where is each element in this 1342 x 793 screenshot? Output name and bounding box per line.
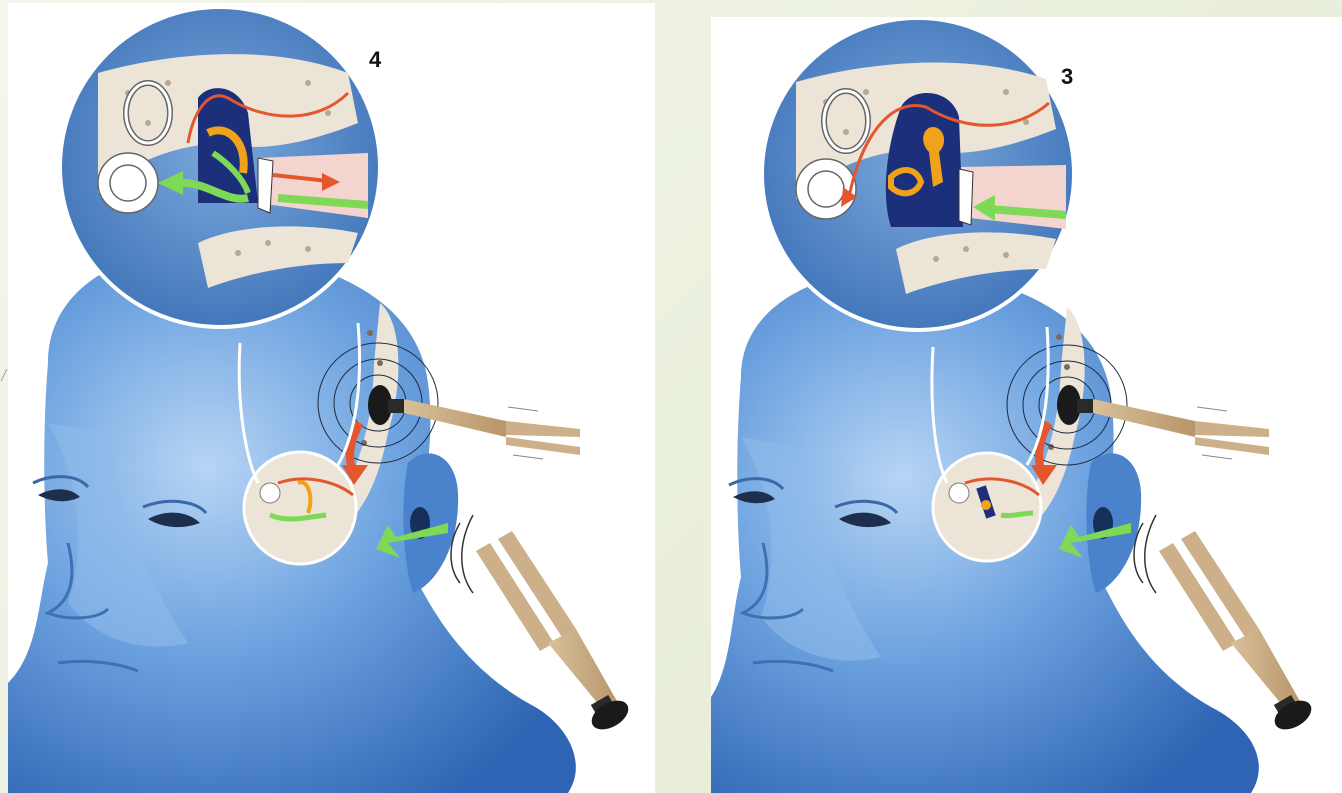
illustration-panel-right: 3 [711, 17, 1342, 793]
panel-number-label: 3 [1061, 64, 1073, 90]
head-illustration-left [8, 3, 655, 793]
panel-number-label: 4 [369, 47, 381, 73]
head-illustration-right [711, 17, 1342, 793]
ear-magnifier-small [244, 452, 356, 564]
slide-edge-mark [0, 368, 8, 382]
illustration-panel-left: 4 [8, 3, 655, 793]
